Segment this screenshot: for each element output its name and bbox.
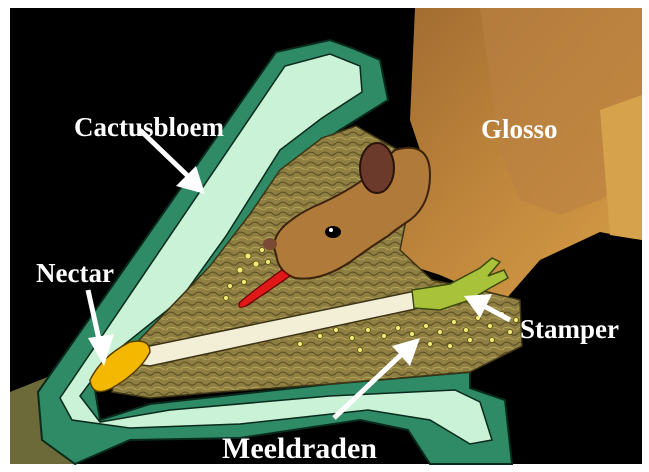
label-glossophaga: Glosso: [481, 114, 558, 144]
label-cactus-flower: Cactusbloem: [74, 112, 224, 142]
bat-eye: [325, 226, 341, 238]
label-pistil: Stamper: [520, 314, 619, 344]
label-nectar: Nectar: [36, 258, 114, 288]
bat-ear: [360, 143, 394, 193]
bat-eye-highlight: [329, 228, 333, 232]
label-stamens: Meeldraden: [222, 432, 377, 465]
bat-nose: [263, 238, 277, 250]
